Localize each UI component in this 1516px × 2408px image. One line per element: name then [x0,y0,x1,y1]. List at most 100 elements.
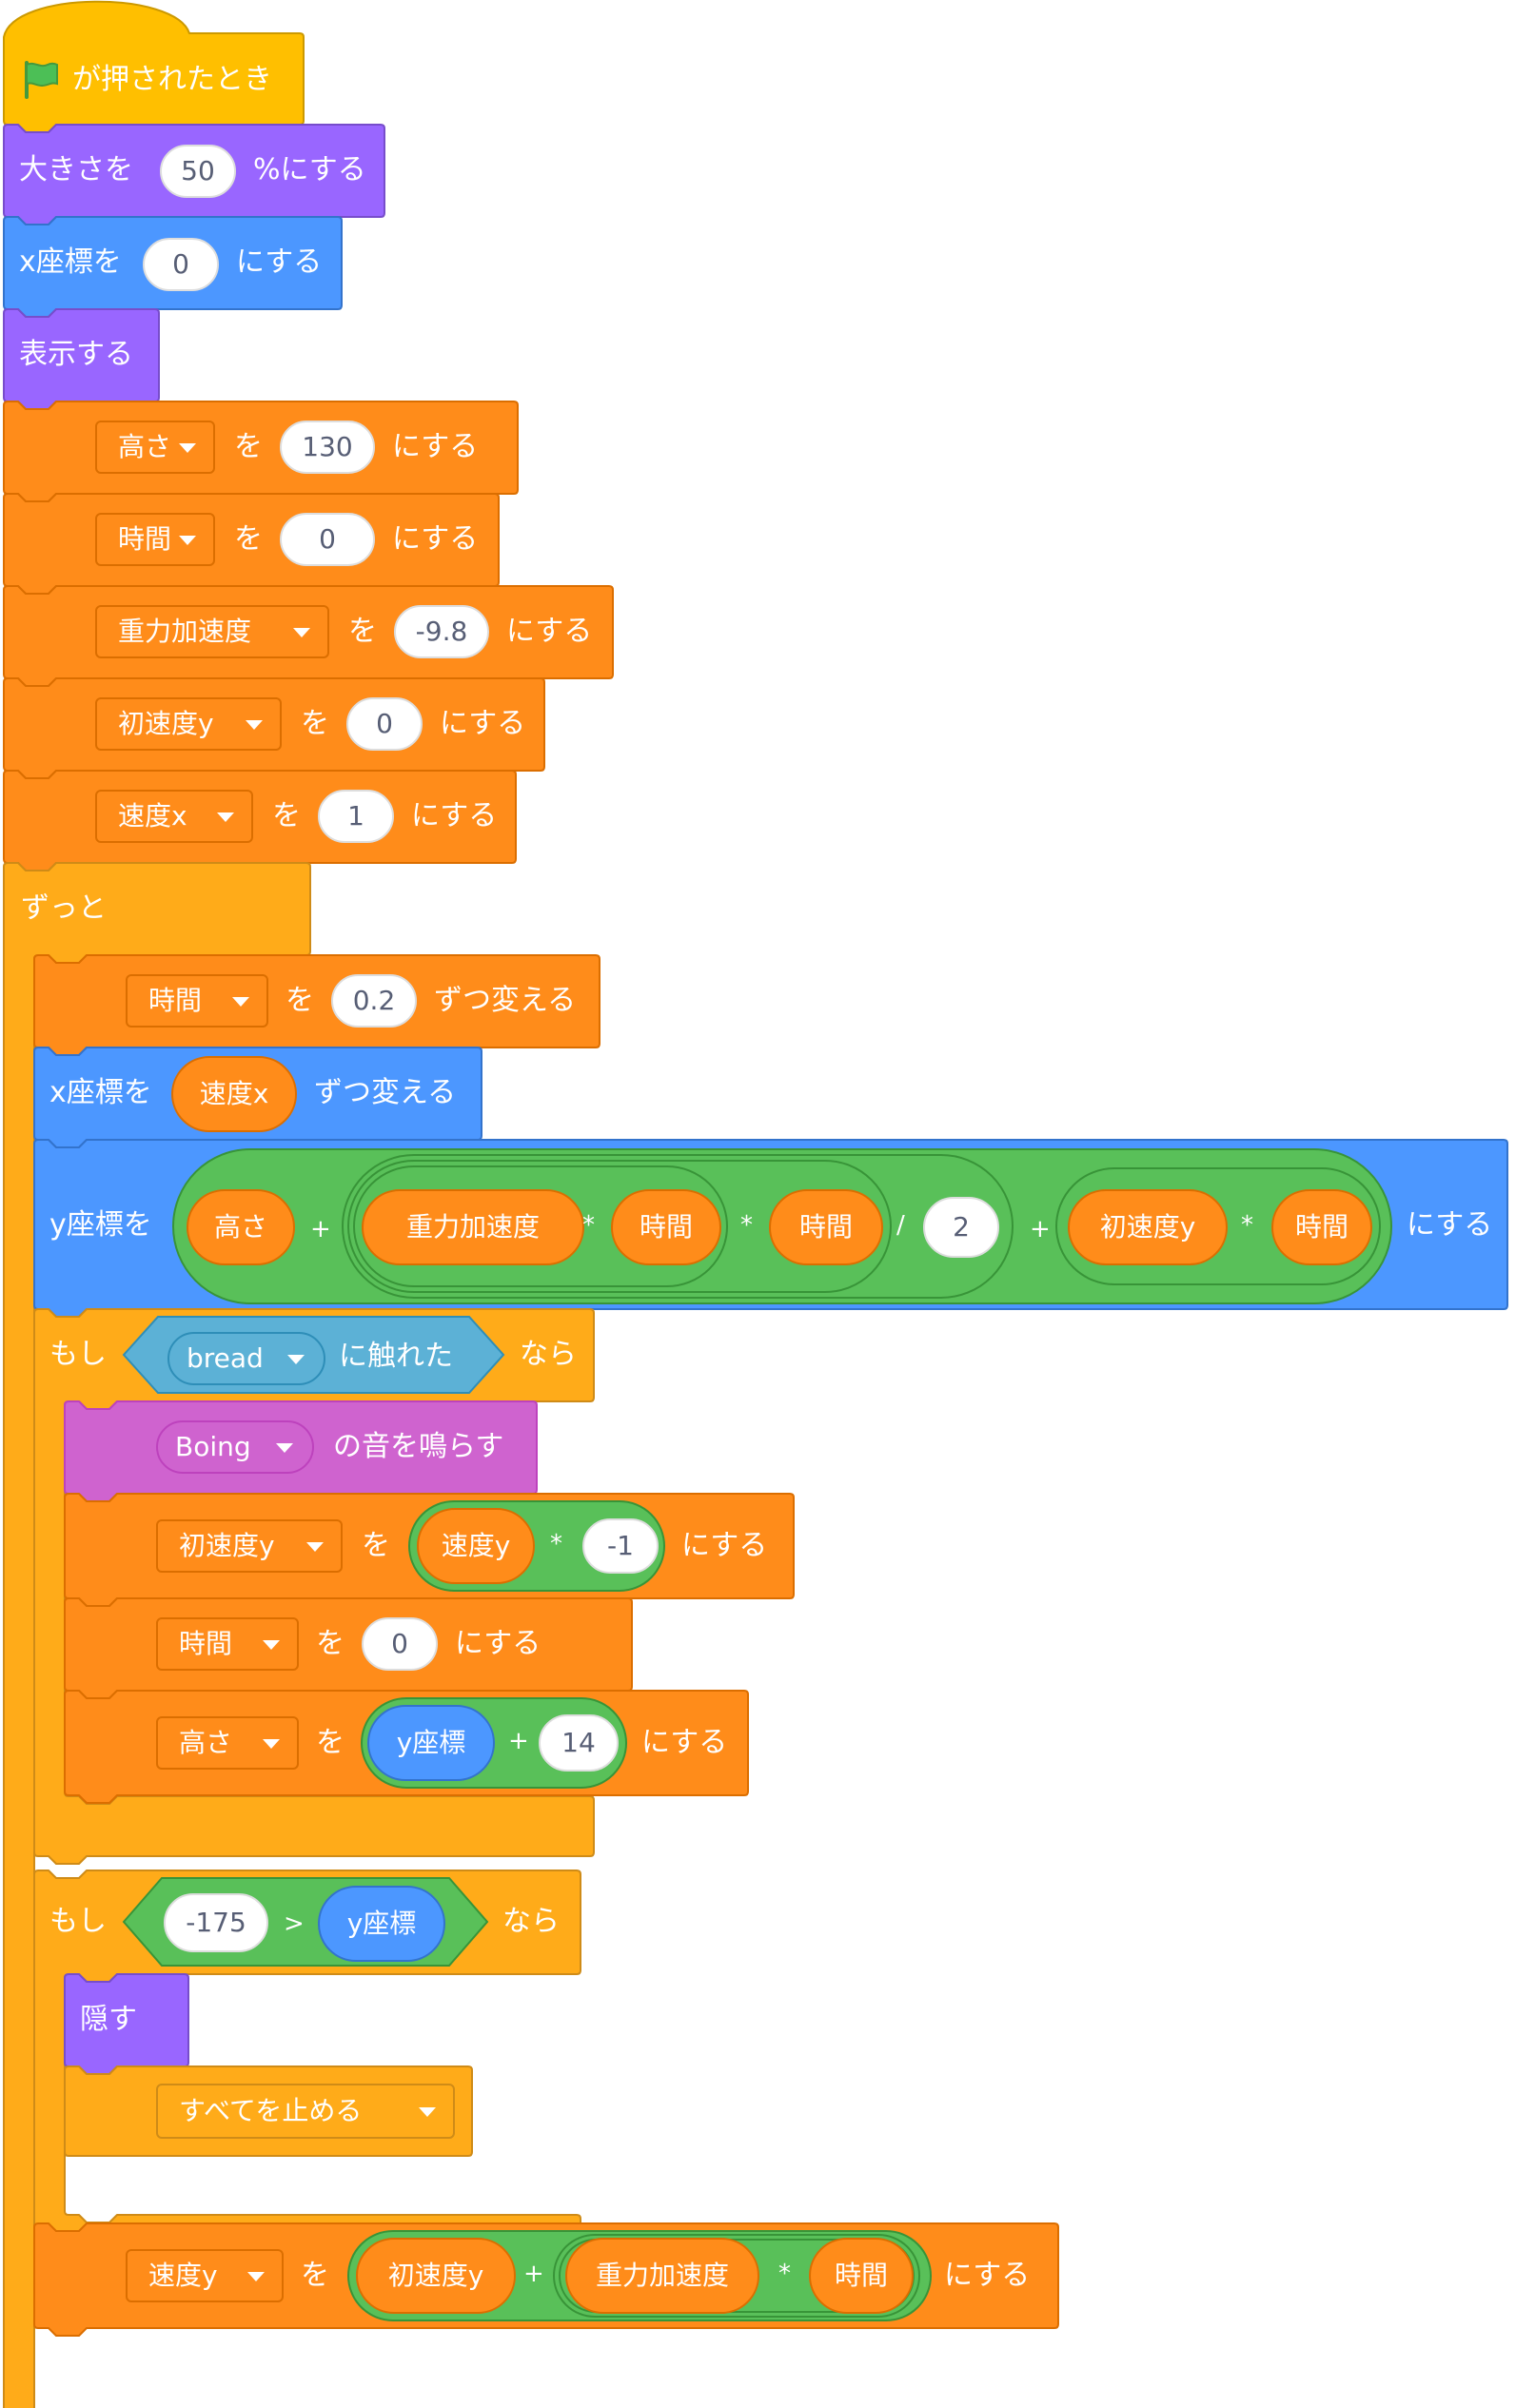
block-label: にする [944,2259,1031,2292]
block-label: の音を鳴らす [333,1430,504,1463]
block-label: x座標を [19,245,122,279]
dropdown-arrow-icon [246,720,263,730]
variable-reporter[interactable]: 初速度y [356,2238,516,2314]
variable-dropdown[interactable]: 高さ [95,421,215,474]
dropdown-arrow-icon [179,536,196,545]
block-label: もし [49,1338,107,1371]
dropdown-arrow-icon [287,1355,305,1364]
block-label: 大きさを [19,153,133,186]
dropdown-value: 速度y [148,2260,218,2291]
dropdown-value: 時間 [148,985,203,1016]
dropdown-arrow-icon [276,1443,293,1453]
block-label: に触れた [339,1340,453,1373]
block-label: ずつ変える [434,984,577,1017]
dropdown-value: 時間 [118,523,172,555]
set-variable-block[interactable] [64,1597,633,1699]
variable-reporter[interactable]: 時間 [809,2238,914,2314]
block-label: を [272,799,301,832]
variable-reporter[interactable]: 重力加速度 [565,2238,759,2314]
value-input[interactable]: 0 [362,1617,438,1671]
dropdown-arrow-icon [293,628,310,637]
sprite-dropdown[interactable]: bread [167,1332,325,1385]
block-label: を [362,1529,390,1562]
dropdown-arrow-icon [247,2272,265,2281]
block-label: + [310,1215,331,1243]
variable-dropdown[interactable]: 高さ [156,1716,299,1770]
dropdown-arrow-icon [232,997,249,1007]
dropdown-arrow-icon [419,2107,436,2117]
dropdown-value: 速度x [118,800,187,832]
value-input[interactable]: 0 [280,513,375,566]
block-label: を [234,430,263,463]
value-input[interactable]: 130 [280,421,375,474]
dropdown-value: Boing [175,1431,251,1462]
value-input[interactable]: -1 [582,1518,659,1574]
value-input[interactable]: -175 [164,1893,268,1952]
variable-dropdown[interactable]: 時間 [95,513,215,566]
block-label: を [348,615,377,648]
block-label: + [523,2260,544,2288]
dropdown-arrow-icon [263,1640,280,1650]
block-label: + [508,1727,529,1755]
variable-dropdown[interactable]: 速度x [95,790,253,843]
block-label: を [316,1627,345,1660]
block-label: > [284,1909,305,1938]
block-label: / [896,1211,905,1240]
size-value-input[interactable]: 50 [160,145,236,198]
variable-reporter[interactable]: 速度x [171,1056,297,1132]
variable-dropdown[interactable]: 重力加速度 [95,605,329,658]
variable-reporter[interactable]: 時間 [1271,1189,1372,1265]
block-label: にする [392,522,479,556]
value-input[interactable]: 14 [539,1714,619,1772]
block-label: * [582,1211,595,1240]
block-label: にする [506,615,593,648]
x-value-input[interactable]: 0 [143,238,219,291]
value-input[interactable]: -9.8 [394,605,489,658]
variable-reporter[interactable]: 重力加速度 [362,1189,584,1265]
variable-dropdown[interactable]: 速度y [126,2249,284,2302]
block-label: にする [440,707,526,740]
dropdown-arrow-icon [217,812,234,822]
stop-option-dropdown[interactable]: すべてを止める [156,2084,455,2139]
block-label: 隠す [80,2003,137,2036]
loop-arrow-icon [255,2355,293,2393]
block-label: を [234,522,263,556]
variable-reporter[interactable]: 時間 [611,1189,721,1265]
dropdown-arrow-icon [179,443,196,453]
block-label: もし [49,1905,107,1938]
block-label: y座標を [49,1208,152,1242]
block-label: なら [502,1905,560,1938]
block-label: 表示する [19,338,133,371]
motion-reporter[interactable]: y座標 [318,1886,445,1962]
block-label: にする [455,1627,541,1660]
dropdown-value: 重力加速度 [118,616,252,647]
block-label: * [1241,1211,1253,1240]
variable-reporter[interactable]: 時間 [769,1189,883,1265]
hat-label: が押されたとき [72,63,272,96]
motion-reporter[interactable]: y座標 [367,1705,495,1781]
dropdown-value: 高さ [118,431,172,462]
sound-dropdown[interactable]: Boing [156,1420,314,1474]
value-input[interactable]: 0 [346,697,423,751]
value-input[interactable]: 0.2 [331,974,417,1028]
variable-dropdown[interactable]: 時間 [126,974,268,1028]
block-label: を [316,1726,345,1759]
block-label: * [740,1211,753,1240]
value-input[interactable]: 2 [923,1197,999,1258]
forever-label: ずっと [21,891,107,925]
variable-dropdown[interactable]: 初速度y [156,1519,343,1573]
block-label: * [778,2260,791,2288]
block-label: にする [641,1726,728,1759]
variable-dropdown[interactable]: 時間 [156,1617,299,1671]
variable-reporter[interactable]: 初速度y [1068,1189,1228,1265]
block-label: を [301,707,329,740]
variable-reporter[interactable]: 速度y [417,1508,535,1584]
block-label: にする [411,799,498,832]
variable-dropdown[interactable]: 初速度y [95,697,282,751]
block-label: にする [1407,1208,1493,1242]
variable-reporter[interactable]: 高さ [187,1189,295,1265]
value-input[interactable]: 1 [318,790,394,843]
block-label: ずつ変える [314,1076,457,1109]
block-label: にする [236,245,323,279]
dropdown-value: 高さ [179,1727,233,1758]
